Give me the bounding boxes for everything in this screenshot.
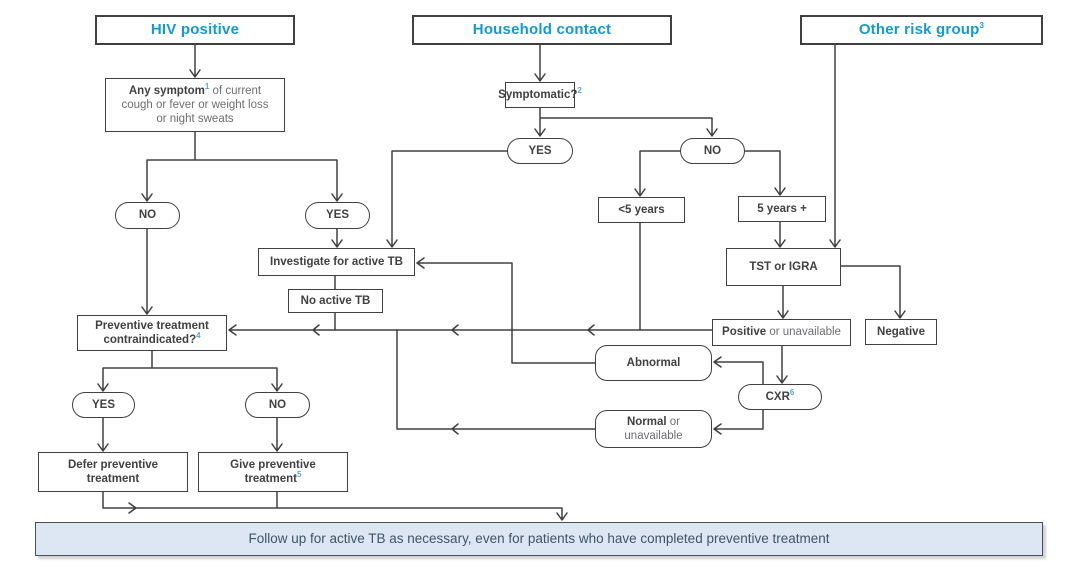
header-hiv-positive: HIV positive bbox=[95, 15, 295, 45]
node-contraindicated-no-label: NO bbox=[268, 398, 287, 411]
node-symptomatic-yes: YES bbox=[507, 138, 573, 164]
node-cxr-label: CXR6 bbox=[765, 388, 795, 403]
connector-yessym-to-investigate bbox=[386, 150, 508, 248]
header-hiv-positive-label: HIV positive bbox=[150, 20, 240, 38]
node-symptom-no: NO bbox=[115, 202, 180, 229]
connector-cxr-to-normal bbox=[713, 409, 764, 435]
node-symptomatic-yes-label: YES bbox=[528, 144, 552, 157]
connector-hiv-to-symptom bbox=[189, 44, 201, 78]
node-symptom-no-label: NO bbox=[138, 209, 157, 222]
node-under-5-years-label: <5 years bbox=[618, 203, 665, 216]
node-cxr-normal-label: Normal or unavailable bbox=[624, 415, 683, 442]
header-household-contact-label: Household contact bbox=[472, 20, 612, 38]
node-cxr-abnormal-label: Abnormal bbox=[626, 356, 681, 369]
node-cxr-normal-or-unavailable: Normal or unavailable bbox=[595, 410, 712, 448]
connector-household-to-symptomatic bbox=[534, 44, 546, 82]
node-contraindicated-yes: YES bbox=[72, 392, 135, 418]
connector-other-to-tst bbox=[829, 44, 841, 248]
node-5-years-plus-label: 5 years + bbox=[757, 202, 807, 215]
node-under-5-years: <5 years bbox=[598, 197, 685, 223]
node-investigate-active-tb-label: Investigate for active TB bbox=[270, 255, 403, 268]
connector-tst-to-positive bbox=[777, 285, 789, 319]
node-symptomatic-no-label: NO bbox=[703, 144, 722, 157]
node-cxr-abnormal: Abnormal bbox=[595, 345, 712, 381]
node-give-label: Give preventive treatment5 bbox=[230, 458, 316, 485]
node-tst-positive-label: Positive or unavailable bbox=[722, 326, 841, 339]
node-contraindicated-yes-label: YES bbox=[91, 398, 115, 411]
node-tst-or-igra-label: TST or IGRA bbox=[749, 260, 818, 273]
followup-banner: Follow up for active TB as necessary, ev… bbox=[35, 522, 1043, 556]
header-household-contact: Household contact bbox=[412, 15, 672, 45]
node-contraindicated-label: Preventive treatment contraindicated?4 bbox=[95, 319, 209, 346]
connector-over5-to-tst bbox=[774, 221, 786, 248]
connector-collector-to-contraindicated bbox=[228, 324, 713, 336]
connector-tst-to-negative bbox=[840, 265, 906, 319]
node-investigate-active-tb: Investigate for active TB bbox=[258, 248, 415, 276]
connector-yes2-to-defer bbox=[97, 417, 109, 452]
node-give-preventive-treatment: Give preventive treatment5 bbox=[198, 452, 348, 492]
connector-no2-to-give bbox=[271, 417, 283, 452]
node-tst-positive-or-unavailable: Positive or unavailable bbox=[712, 319, 851, 346]
connector-symptom-split bbox=[141, 131, 343, 202]
node-symptomatic-no: NO bbox=[680, 138, 745, 164]
header-other-risk-group: Other risk group3 bbox=[800, 15, 1043, 45]
node-defer-preventive-treatment: Defer preventive treatment bbox=[38, 452, 188, 492]
node-contraindicated-no: NO bbox=[245, 392, 310, 418]
node-cxr: CXR6 bbox=[738, 384, 822, 410]
node-tst-negative-label: Negative bbox=[877, 325, 925, 338]
connector-symptomatic-split bbox=[534, 107, 718, 137]
connector-treatment-to-followup bbox=[102, 491, 568, 521]
node-symptomatic-label: Symptomatic?2 bbox=[498, 86, 582, 101]
node-any-symptom: Any symptom1 of current cough or fever o… bbox=[105, 78, 285, 132]
node-symptom-yes-label: YES bbox=[325, 209, 349, 222]
connector-nosym-to-over5 bbox=[744, 150, 786, 196]
node-tst-negative: Negative bbox=[865, 319, 937, 345]
node-no-active-tb-label: No active TB bbox=[300, 294, 371, 307]
connector-abnormal-to-investigate bbox=[416, 257, 596, 364]
connector-nosym-to-under5 bbox=[634, 150, 681, 197]
node-symptomatic: Symptomatic?2 bbox=[498, 82, 582, 108]
connector-contraindicated-split bbox=[97, 350, 283, 392]
node-defer-label: Defer preventive treatment bbox=[67, 458, 159, 485]
connector-nohiv-to-contraindicated bbox=[141, 228, 153, 315]
node-symptom-yes: YES bbox=[305, 202, 370, 229]
followup-banner-label: Follow up for active TB as necessary, ev… bbox=[248, 530, 830, 546]
connector-positive-to-cxr bbox=[776, 345, 788, 384]
header-other-risk-group-label: Other risk group3 bbox=[858, 20, 985, 38]
connector-yeshiv-to-investigate bbox=[331, 228, 343, 248]
node-no-active-tb: No active TB bbox=[288, 289, 383, 313]
connector-cxr-to-abnormal bbox=[713, 356, 764, 385]
node-any-symptom-label: Any symptom1 of current cough or fever o… bbox=[121, 82, 269, 125]
node-preventive-treatment-contraindicated: Preventive treatment contraindicated?4 bbox=[77, 315, 227, 351]
node-5-years-plus: 5 years + bbox=[738, 196, 826, 222]
node-tst-or-igra: TST or IGRA bbox=[726, 248, 841, 286]
connector-normal-to-collector bbox=[396, 329, 596, 435]
